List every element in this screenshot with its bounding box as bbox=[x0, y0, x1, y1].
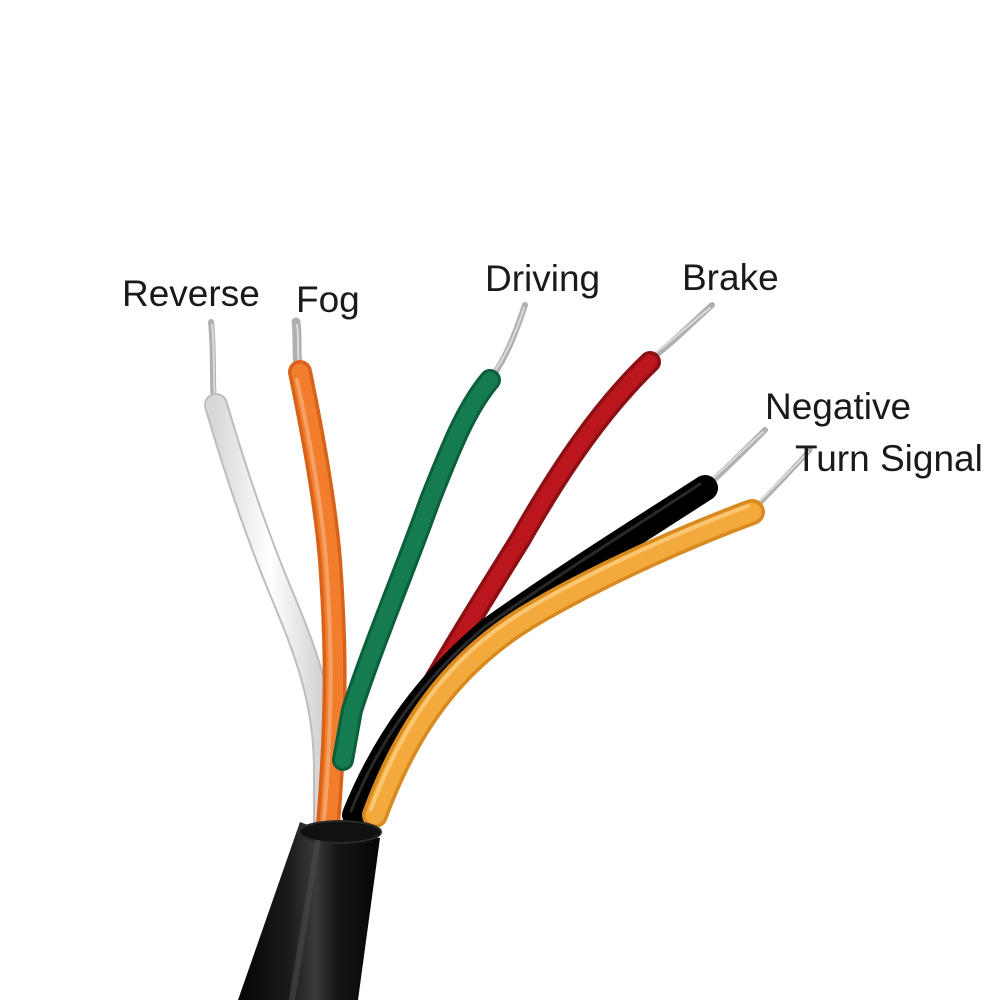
label-fog: Fog bbox=[296, 279, 360, 320]
label-negative: Negative bbox=[765, 386, 912, 427]
label-turn-signal: Turn Signal bbox=[795, 438, 983, 479]
label-driving: Driving bbox=[485, 258, 601, 299]
label-brake: Brake bbox=[682, 257, 779, 298]
wires bbox=[204, 351, 765, 842]
cable-sheath bbox=[238, 820, 382, 1001]
label-reverse: Reverse bbox=[122, 273, 260, 314]
